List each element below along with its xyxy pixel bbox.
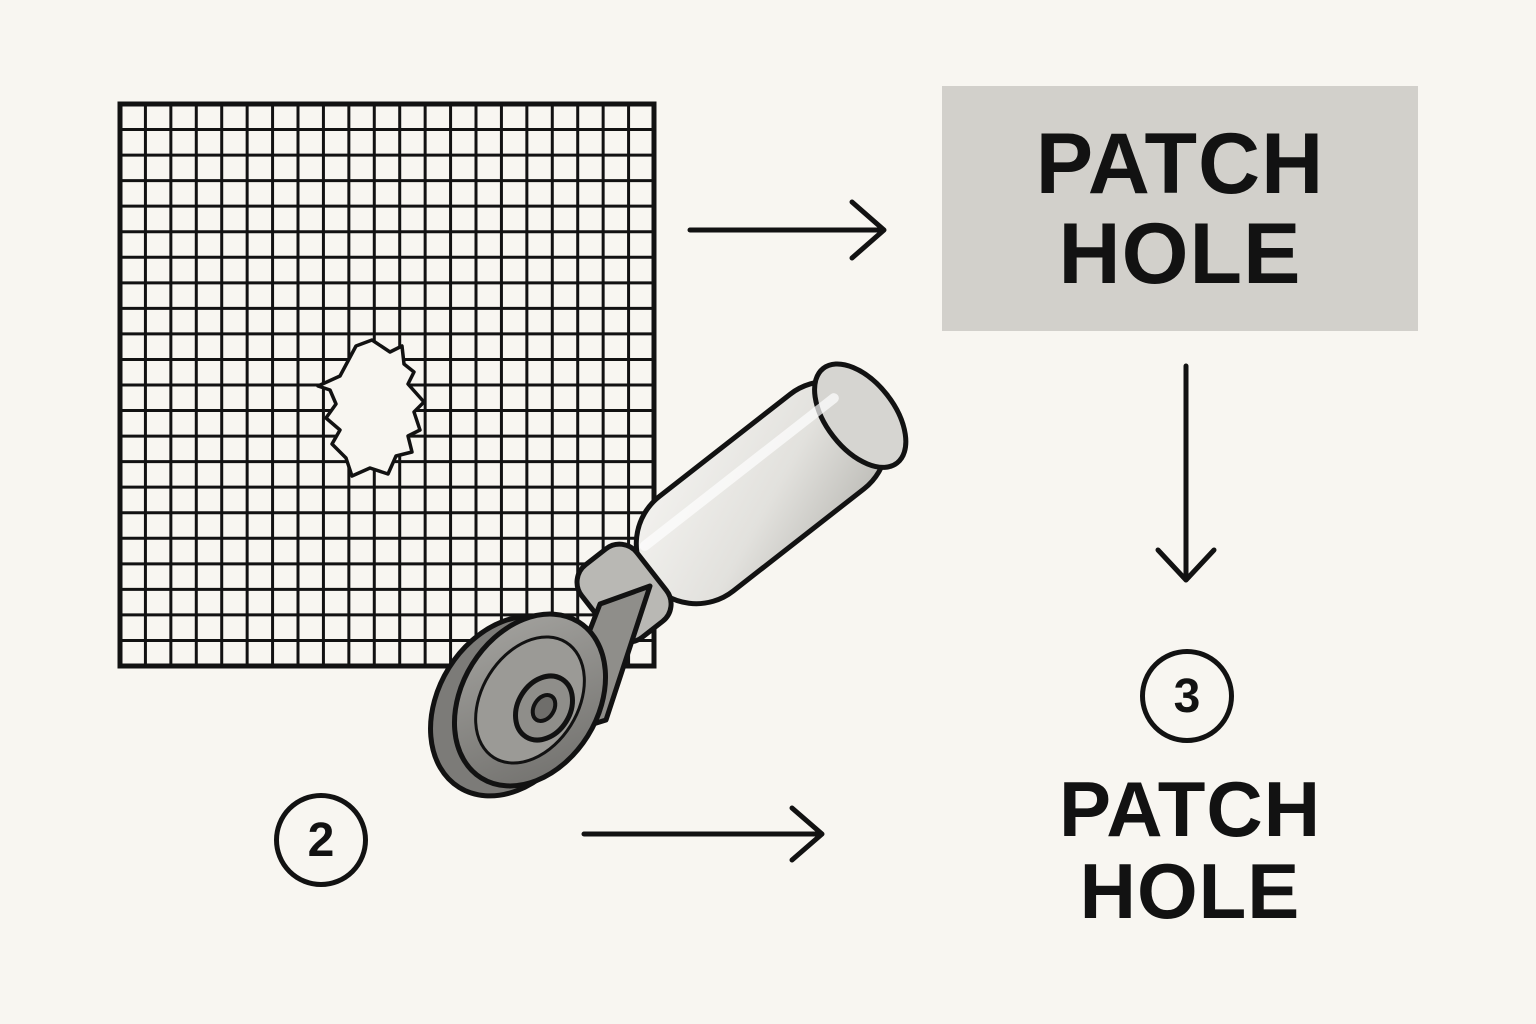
step-three-badge: 3 <box>1140 649 1234 743</box>
patch-box-line-2: HOLE <box>1058 205 1302 302</box>
bottom-patch-label: PATCH HOLE <box>1040 768 1340 932</box>
mesh-hole-icon <box>316 338 426 478</box>
arrow-right-icon <box>687 199 887 261</box>
bottom-label-line-2: HOLE <box>1079 847 1301 935</box>
step-two-badge: 2 <box>274 793 368 887</box>
arrow-right-icon <box>581 805 825 863</box>
arrow-down-icon <box>1155 363 1217 583</box>
screen-frame <box>117 101 657 669</box>
patch-box-line-1: PATCH <box>1035 115 1325 212</box>
patch-hole-box: PATCH HOLE <box>942 86 1418 331</box>
spline-roller-icon <box>428 361 909 799</box>
bottom-label-line-1: PATCH <box>1058 765 1322 853</box>
